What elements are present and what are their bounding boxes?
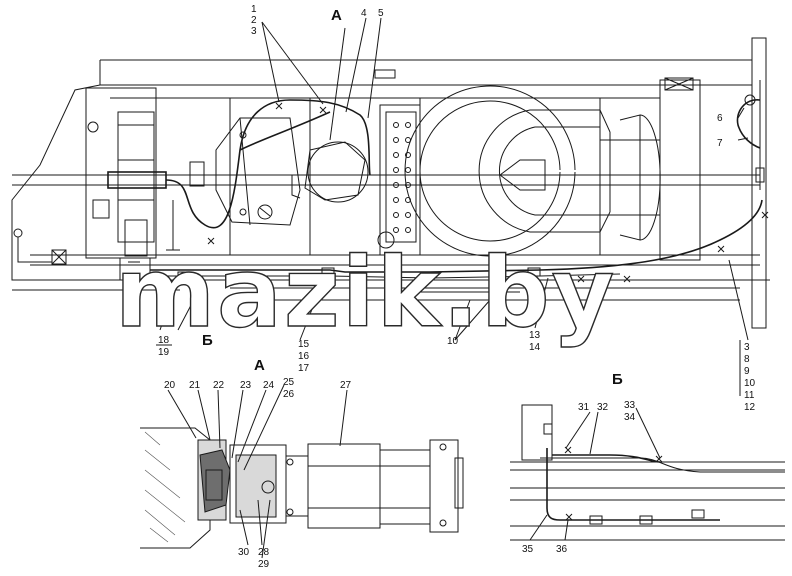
chassis-frame: [11, 37, 770, 329]
callout-25: 25: [283, 377, 295, 388]
callout-5: 5: [378, 8, 384, 19]
callout-10b: 10: [744, 378, 756, 389]
callout-27: 27: [340, 380, 352, 391]
view-title-main: А: [331, 7, 342, 24]
view-title-b: Б: [612, 371, 623, 388]
callout-36: 36: [556, 544, 568, 555]
section-marker-b: Б: [202, 332, 213, 349]
callout-3: 3: [251, 26, 257, 37]
detail-view-a: [140, 384, 464, 559]
callout-11: 11: [744, 390, 755, 401]
callout-30: 30: [238, 547, 250, 558]
callout-18: 18: [158, 335, 170, 346]
callout-4: 4: [361, 8, 367, 19]
callout-19: 19: [158, 347, 170, 358]
callout-32: 32: [597, 402, 609, 413]
right-cylinder: [600, 114, 661, 241]
callout-14: 14: [529, 342, 541, 353]
leader-lines-main: [156, 17, 749, 396]
callout-24: 24: [263, 380, 275, 391]
callout-12: 12: [744, 402, 756, 413]
callout-23: 23: [240, 380, 252, 391]
fifth-wheel-coupling: [377, 85, 611, 257]
callout-10: 10: [447, 336, 459, 347]
watermark-text: mazik.by: [115, 237, 616, 349]
callout-16: 16: [298, 351, 310, 362]
callout-33: 33: [624, 400, 636, 411]
callout-22: 22: [213, 380, 225, 391]
callout-7: 7: [717, 138, 723, 149]
callout-31: 31: [578, 402, 590, 413]
view-title-a: А: [254, 357, 265, 374]
callout-1: 1: [251, 4, 257, 15]
transmission-unit: [185, 117, 369, 226]
callout-28: 28: [258, 547, 270, 558]
detail-view-b: [510, 404, 785, 541]
callout-6: 6: [717, 113, 723, 124]
callout-21: 21: [189, 380, 201, 391]
callout-15: 15: [298, 339, 310, 350]
callout-3b: 3: [744, 342, 750, 353]
callout-8: 8: [744, 354, 750, 365]
callout-9: 9: [744, 366, 750, 377]
callout-34: 34: [624, 412, 636, 423]
callout-35: 35: [522, 544, 534, 555]
callout-2: 2: [251, 15, 257, 26]
callout-29: 29: [258, 559, 270, 570]
clamp-marks: [197, 102, 769, 290]
air-pipelines: [17, 80, 765, 281]
perforated-panel: [385, 111, 417, 243]
callout-17: 17: [298, 363, 310, 374]
callout-20: 20: [164, 380, 176, 391]
callout-26: 26: [283, 389, 295, 400]
callout-13: 13: [529, 330, 541, 341]
